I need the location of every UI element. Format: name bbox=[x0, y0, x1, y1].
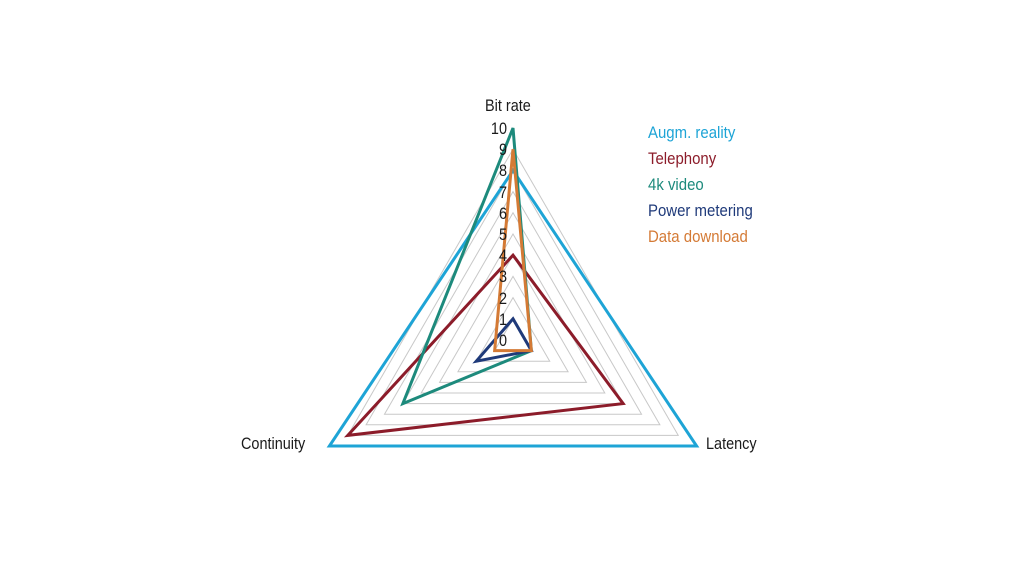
grid-ring bbox=[457, 275, 569, 373]
tick-label: 3 bbox=[498, 267, 507, 287]
legend-item-4k-video: 4k video bbox=[648, 175, 704, 194]
grid-ring bbox=[401, 211, 625, 405]
series-telephony bbox=[343, 252, 626, 438]
legend-item-telephony: Telephony bbox=[648, 149, 717, 168]
radar-series bbox=[326, 127, 700, 448]
tick-label: 0 bbox=[498, 331, 507, 350]
grid-ring bbox=[365, 169, 661, 426]
legend: Augm. reality Telephony 4k video Power m… bbox=[648, 120, 767, 250]
legend-item-data-download: Data download bbox=[648, 227, 748, 246]
series-augm-reality bbox=[326, 167, 700, 448]
grid-ring bbox=[420, 233, 606, 394]
series-data-download bbox=[492, 149, 534, 353]
tick-label: 6 bbox=[498, 203, 507, 223]
tick-label: 10 bbox=[490, 119, 507, 138]
axis-label-latency: Latency bbox=[706, 434, 757, 453]
grid-ring bbox=[438, 254, 588, 383]
grid-ring bbox=[383, 190, 643, 415]
legend-item-power-metering: Power metering bbox=[648, 201, 753, 220]
tick-label: 8 bbox=[498, 161, 507, 181]
tick-label: 5 bbox=[498, 225, 507, 244]
tick-label: 1 bbox=[498, 309, 507, 329]
axis-label-bit-rate: Bit rate bbox=[485, 96, 531, 115]
grid-ring bbox=[475, 296, 551, 362]
tick-label: 4 bbox=[498, 246, 507, 266]
tick-label: 2 bbox=[498, 288, 507, 308]
axis-label-continuity: Continuity bbox=[241, 434, 306, 453]
radar-grid bbox=[346, 148, 680, 436]
legend-item-augm-reality: Augm. reality bbox=[648, 123, 736, 142]
tick-label: 9 bbox=[498, 140, 507, 160]
tick-label: 7 bbox=[498, 182, 507, 202]
